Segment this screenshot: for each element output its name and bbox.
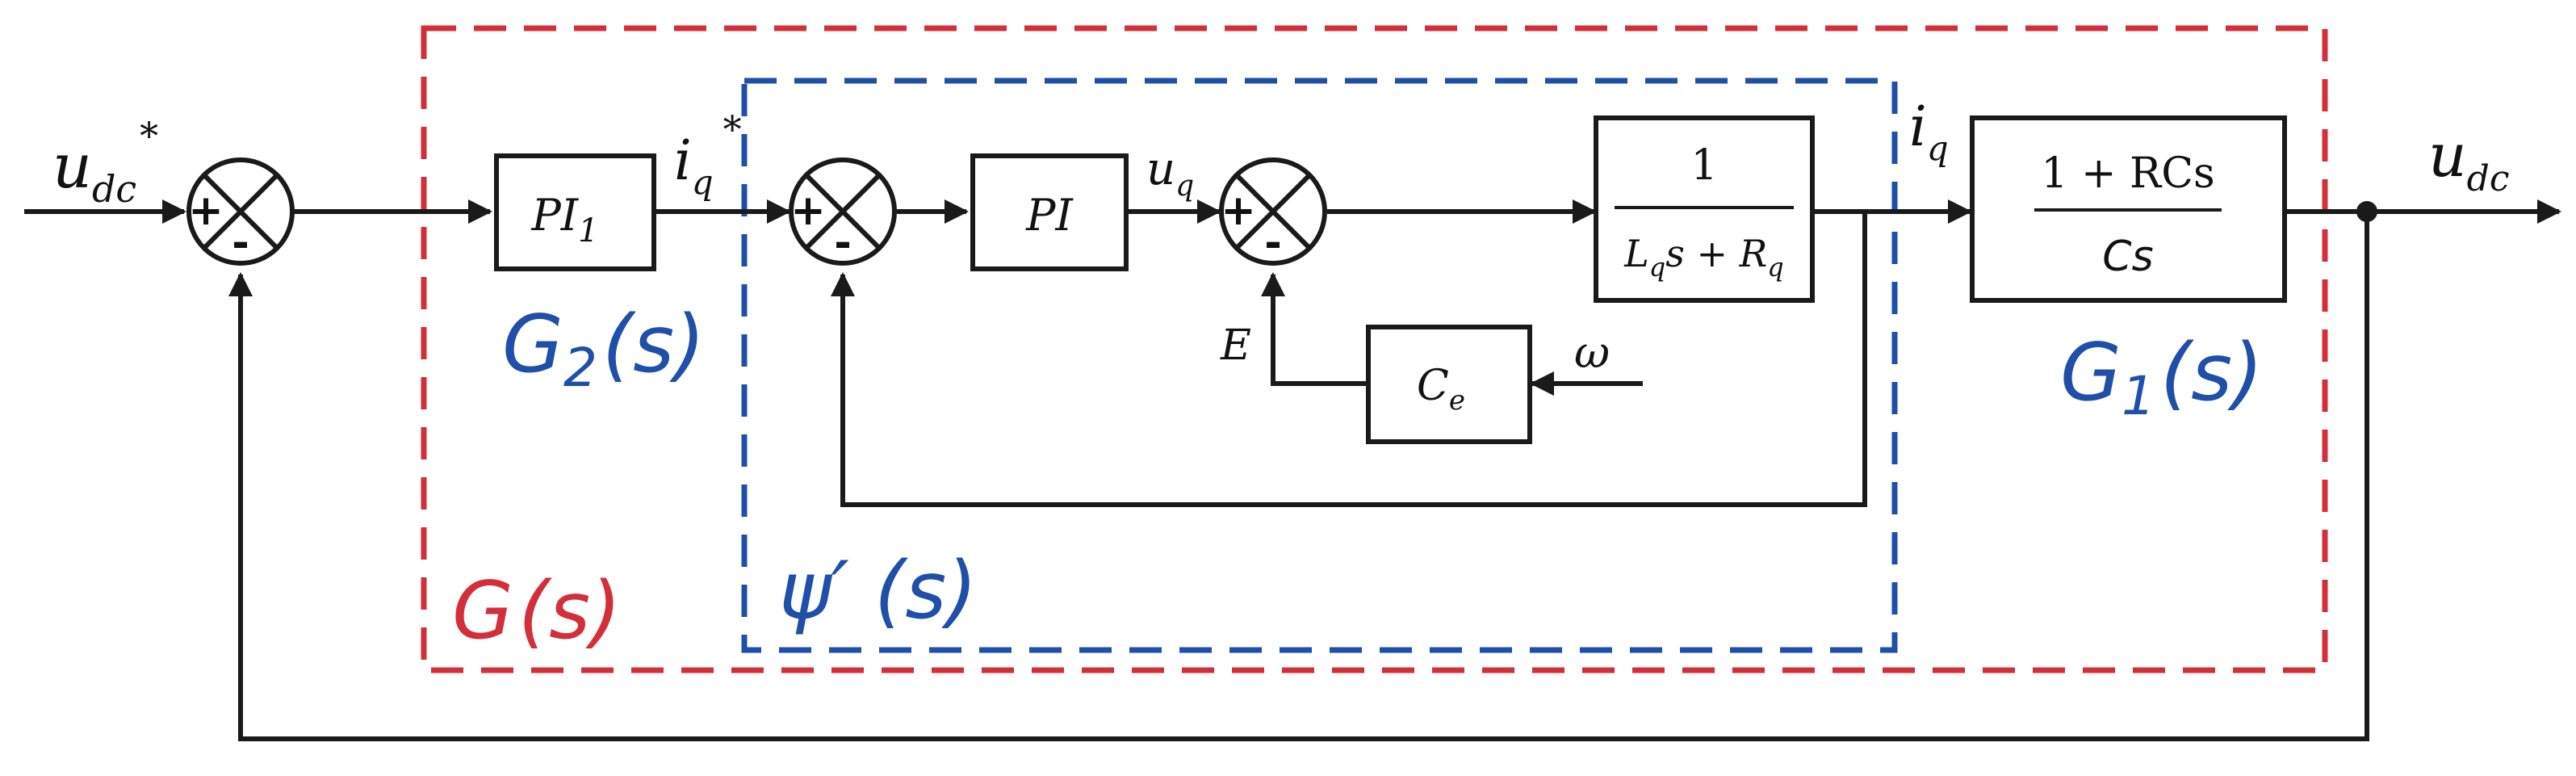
- g1-label: G1(s): [2060, 327, 2263, 427]
- pi1-label: PI1: [530, 190, 598, 250]
- back-emf-label: E: [1220, 321, 1251, 370]
- voltage-feedback-line: [228, 212, 2369, 741]
- iq-label: iq: [1909, 95, 1949, 168]
- current-plant-numerator: 1: [1690, 141, 1717, 190]
- g2-label: G2(s): [502, 299, 705, 399]
- psi-inner-dashed-box: [741, 78, 1898, 653]
- signal-lines: [24, 199, 2561, 741]
- ce-block: [1366, 325, 1532, 444]
- psi-label: ψ′ (s): [779, 545, 978, 637]
- iq-ref-label: iq*: [674, 107, 742, 202]
- pickoff-dot: [2356, 201, 2377, 222]
- ce-label: Ce: [1417, 362, 1465, 417]
- sum-junction-emf: + -: [1219, 157, 1327, 267]
- minus-sign: -: [232, 219, 249, 267]
- minus-sign: -: [1264, 219, 1282, 267]
- sum-junction-current: + -: [789, 157, 897, 267]
- current-plant-denominator: Lqs + Rq: [1623, 232, 1784, 283]
- voltage-plant-denominator: Cs: [2102, 233, 2153, 281]
- plus-sign: +: [1221, 187, 1256, 235]
- back-emf-line: [1261, 272, 1368, 386]
- voltage-plant-numerator: 1 + RCs: [2041, 149, 2214, 198]
- g-outer-dashed-box: [421, 25, 2328, 673]
- plus-sign: +: [188, 187, 224, 235]
- pi1-block: [494, 153, 656, 271]
- sum-junction-voltage: + -: [186, 157, 295, 267]
- udc-ref-label: udc*: [52, 114, 158, 211]
- minus-sign: -: [834, 219, 852, 267]
- omega-label: ω: [1574, 327, 1610, 378]
- g-label: G(s): [452, 565, 621, 657]
- current-feedback-line: [831, 212, 1867, 507]
- pi-label: PI: [1025, 190, 1074, 241]
- udc-output-label: udc: [2428, 121, 2509, 199]
- plus-sign: +: [790, 187, 826, 235]
- pi-block: [970, 153, 1129, 271]
- uq-label: uq: [1146, 143, 1194, 203]
